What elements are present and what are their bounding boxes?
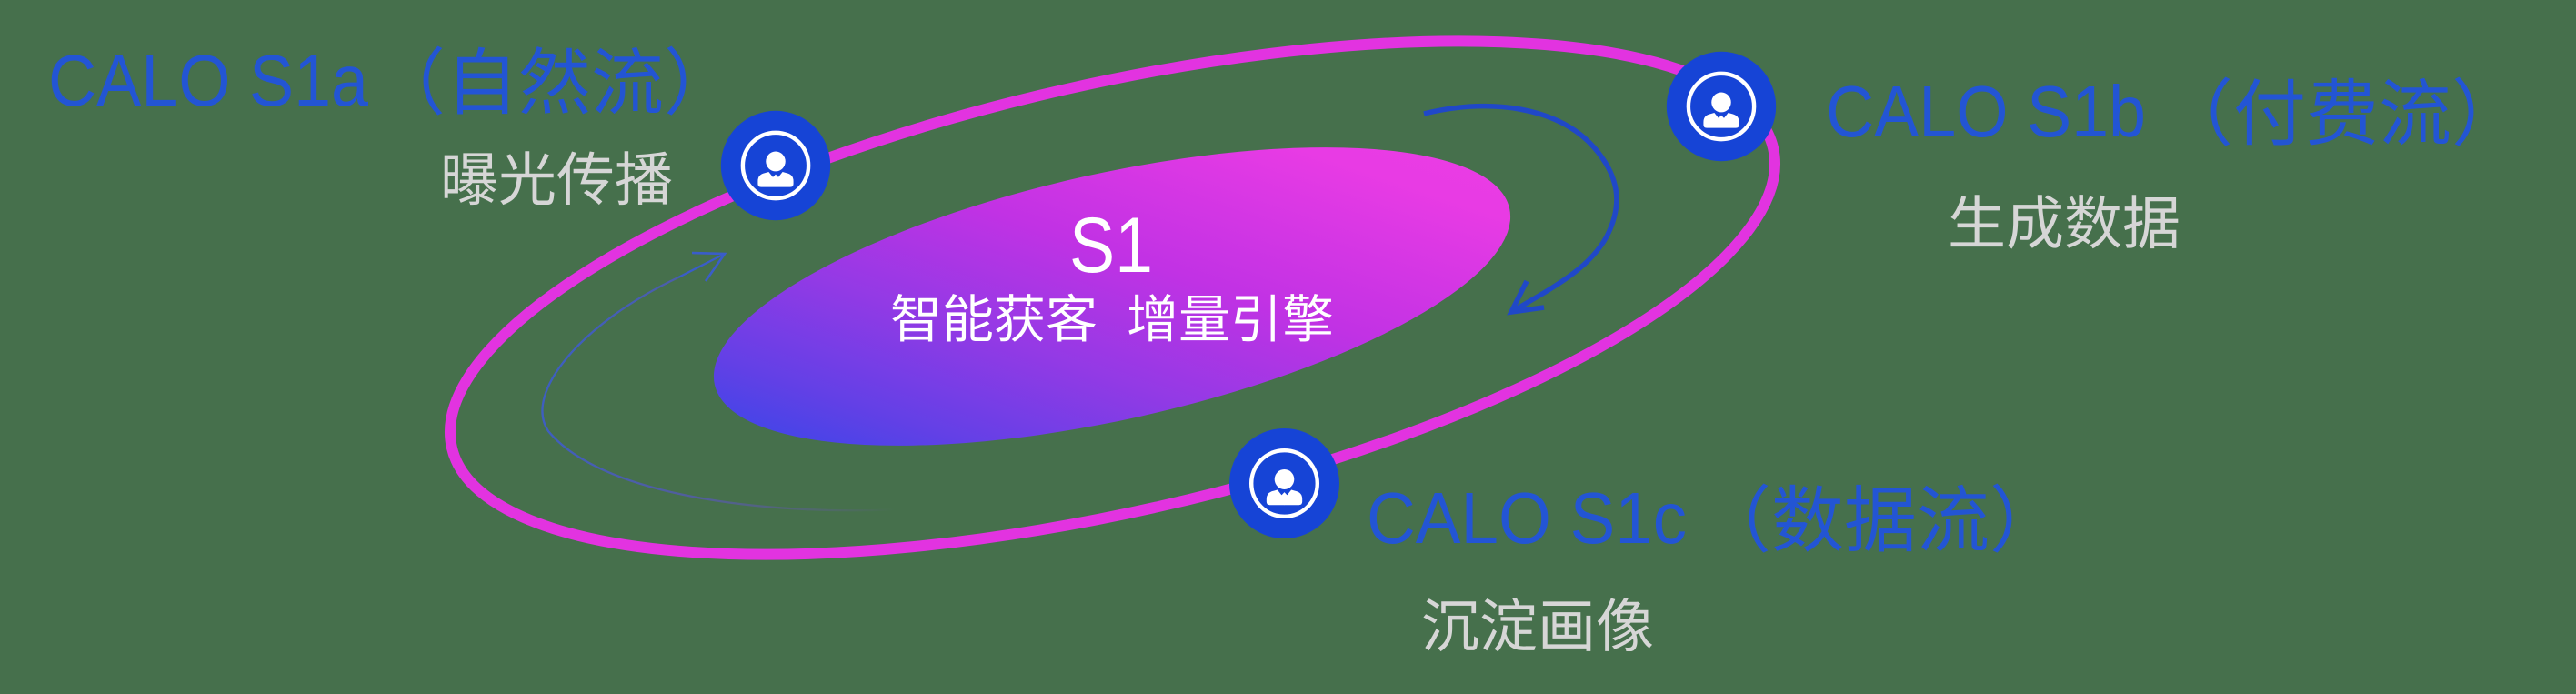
svg-text:CALO S1a: CALO S1a xyxy=(48,40,368,121)
svg-text:S1: S1 xyxy=(1069,202,1153,289)
svg-text:CALO S1c: CALO S1c xyxy=(1367,478,1687,558)
svg-text:CALO S1b: CALO S1b xyxy=(1826,71,2146,152)
